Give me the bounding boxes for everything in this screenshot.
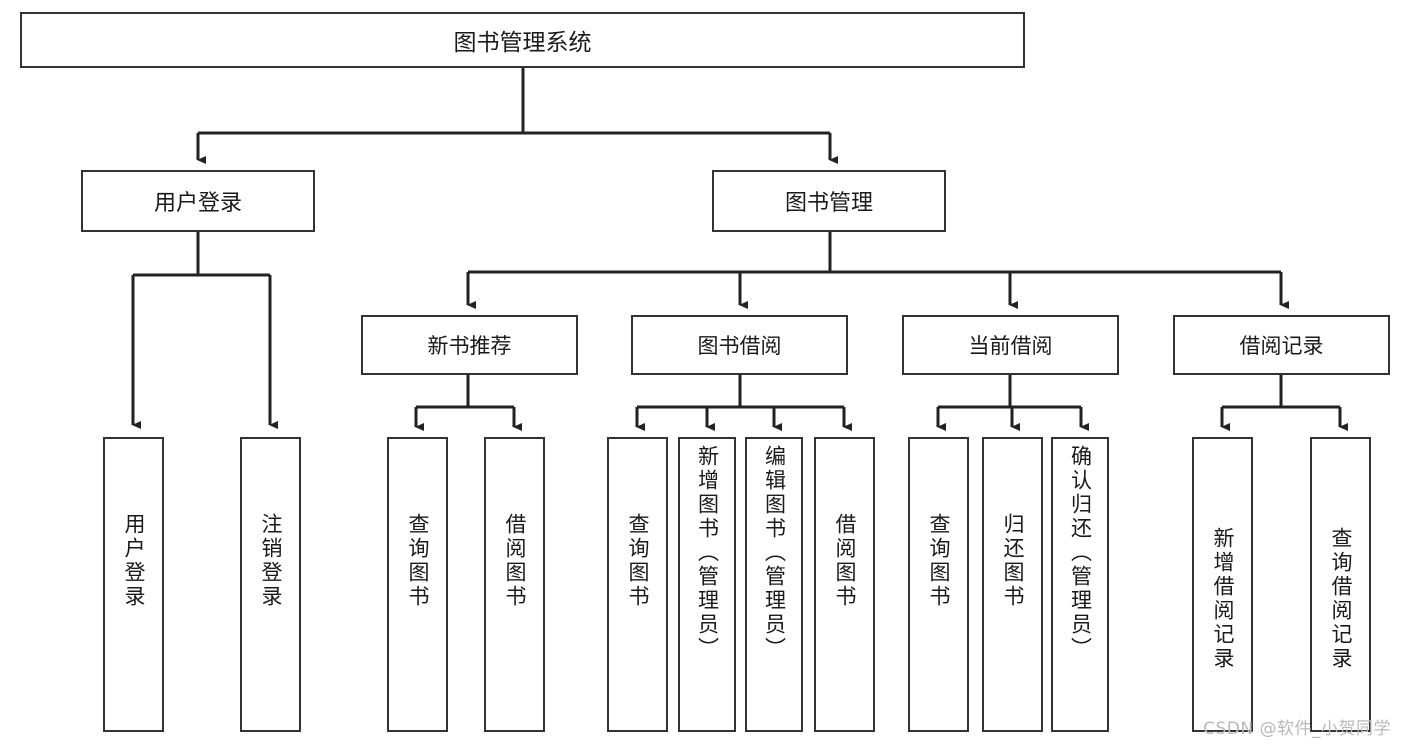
leaf-return-book-label: 归还图书 [1001, 513, 1025, 609]
leaf-query-book-3[interactable]: 查询图书 [908, 437, 969, 732]
leaf-query-record[interactable]: 查询借阅记录 [1310, 437, 1371, 732]
node-user-login[interactable]: 用户登录 [81, 170, 315, 232]
leaf-logout-label: 注销登录 [259, 513, 283, 609]
node-book-borrow-label: 图书借阅 [697, 334, 782, 358]
leaf-edit-book[interactable]: 编辑图书（管理员） [745, 437, 803, 732]
leaf-confirm-return-label: 确认归还（管理员） [1068, 445, 1093, 661]
leaf-borrow-book-1[interactable]: 借阅图书 [484, 437, 545, 732]
leaf-confirm-return[interactable]: 确认归还（管理员） [1051, 437, 1109, 732]
leaf-user-login[interactable]: 用户登录 [103, 437, 164, 732]
leaf-query-book-2-label: 查询图书 [626, 513, 650, 609]
leaf-add-record[interactable]: 新增借阅记录 [1192, 437, 1253, 732]
watermark: CSDN @软件_小贺同学 [1203, 719, 1391, 739]
node-current-borrow[interactable]: 当前借阅 [902, 315, 1119, 375]
leaf-borrow-book-1-label: 借阅图书 [503, 513, 527, 609]
leaf-edit-book-label: 编辑图书（管理员） [762, 445, 787, 661]
leaf-add-book[interactable]: 新增图书（管理员） [678, 437, 736, 732]
leaf-borrow-book-2-label: 借阅图书 [833, 513, 857, 609]
leaf-query-book-1[interactable]: 查询图书 [387, 437, 448, 732]
leaf-user-login-label: 用户登录 [122, 513, 146, 609]
leaf-add-book-label: 新增图书（管理员） [695, 445, 720, 661]
node-user-login-label: 用户登录 [153, 191, 242, 216]
leaf-query-book-1-label: 查询图书 [406, 513, 430, 609]
node-book-management[interactable]: 图书管理 [712, 170, 946, 232]
node-borrow-record[interactable]: 借阅记录 [1173, 315, 1390, 375]
leaf-add-record-label: 新增借阅记录 [1211, 527, 1235, 671]
node-book-management-label: 图书管理 [784, 191, 873, 216]
node-borrow-record-label: 借阅记录 [1239, 334, 1324, 358]
node-root[interactable]: 图书管理系统 [20, 12, 1025, 68]
node-new-book-recommend[interactable]: 新书推荐 [361, 315, 578, 375]
leaf-borrow-book-2[interactable]: 借阅图书 [814, 437, 875, 732]
leaf-query-book-2[interactable]: 查询图书 [607, 437, 668, 732]
node-book-borrow[interactable]: 图书借阅 [631, 315, 848, 375]
node-new-book-recommend-label: 新书推荐 [427, 334, 512, 358]
leaf-query-book-3-label: 查询图书 [927, 513, 951, 609]
node-root-label: 图书管理系统 [453, 30, 592, 56]
leaf-return-book[interactable]: 归还图书 [982, 437, 1043, 732]
leaf-query-record-label: 查询借阅记录 [1329, 527, 1353, 671]
node-current-borrow-label: 当前借阅 [968, 334, 1053, 358]
leaf-logout[interactable]: 注销登录 [240, 437, 301, 732]
